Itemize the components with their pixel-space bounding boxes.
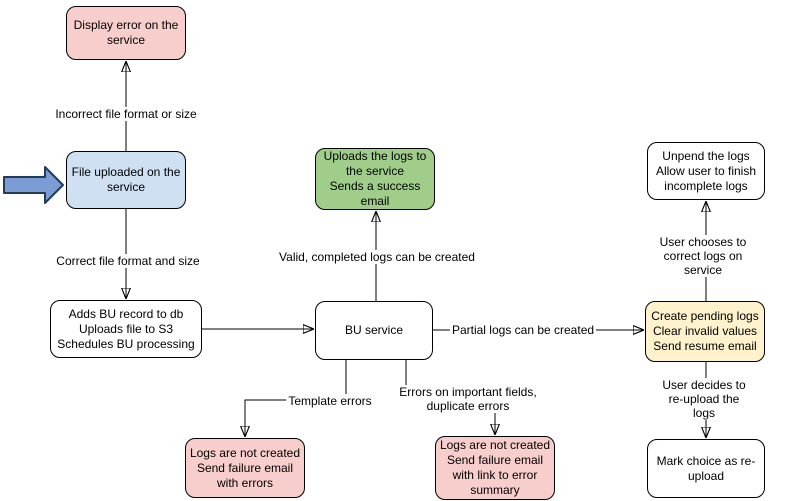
node-file-uploaded: File uploaded on the service [66,151,186,209]
node-unpend-logs: Unpend the logs Allow user to finish inc… [647,142,765,200]
edge-label-user-decides-reupload: User decides to re-upload the logs [655,378,753,420]
edge-label-valid-completed: Valid, completed logs can be created [277,250,477,264]
node-create-pending-logs: Create pending logs Clear invalid values… [645,301,765,362]
edge-label-template-errors: Template errors [286,394,374,408]
node-adds-bu-record: Adds BU record to db Uploads file to S3 … [50,300,202,358]
node-logs-not-created-summary: Logs are not created Send failure email … [435,436,555,500]
node-display-error: Display error on the service [66,6,186,60]
edge-label-partial-logs: Partial logs can be created [449,323,597,337]
edge-label-important-field-errors: Errors on important fields, duplicate er… [397,385,539,413]
entry-arrow-icon [3,166,64,204]
edge-label-correct-format: Correct file format and size [54,254,202,268]
node-logs-not-created-errors: Logs are not created Send failure email … [185,438,305,498]
edge-label-user-chooses-correct: User chooses to correct logs on service [654,235,752,277]
node-uploads-logs-success: Uploads the logs to the service Sends a … [315,148,435,210]
node-bu-service: BU service [315,301,433,360]
node-mark-reupload: Mark choice as re- upload [647,439,765,498]
edge-label-incorrect-format: Incorrect file format or size [53,107,199,121]
